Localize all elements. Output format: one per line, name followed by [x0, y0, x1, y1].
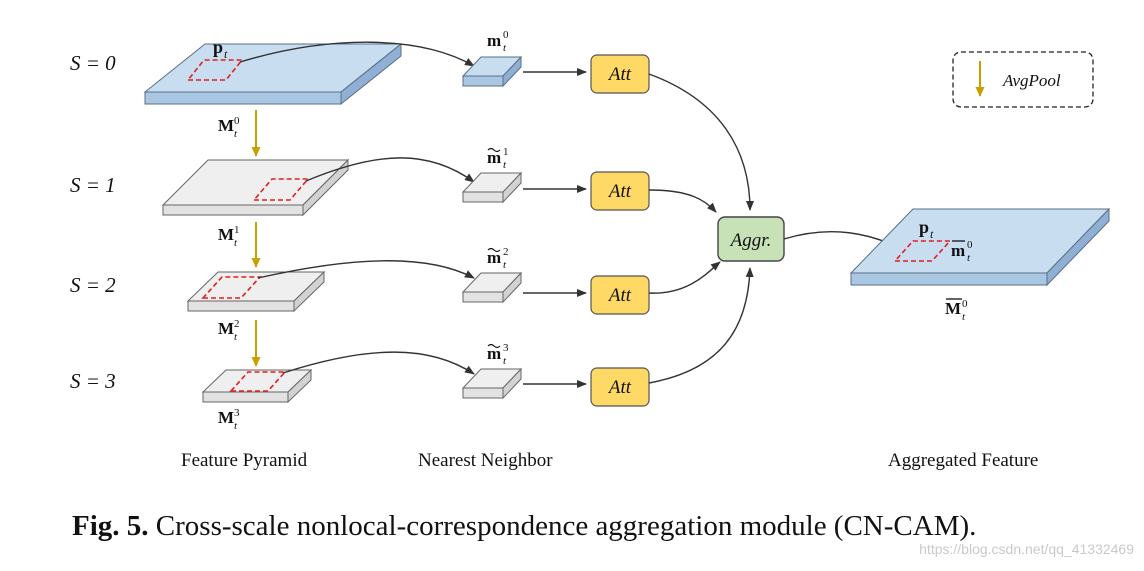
pyramid-label-3: M 3 t — [218, 407, 240, 432]
att-box-1: Att — [590, 171, 650, 211]
caption-text: Cross-scale nonlocal-correspondence aggr… — [155, 510, 977, 542]
svg-text:0: 0 — [962, 298, 968, 310]
feature-map-s1 — [161, 158, 350, 217]
patch-region-s1 — [252, 178, 310, 201]
att-box-3: Att — [590, 367, 650, 407]
neighbor-block-1 — [461, 171, 523, 204]
att-to-aggr-3 — [648, 267, 754, 384]
pyramid-label-0: M 0 t — [218, 115, 240, 140]
svg-text:t: t — [234, 237, 238, 249]
pyramid-label-1: M 1 t — [218, 224, 240, 249]
neighbor-labels: m 0 t m 1 t m 2 t m 3 t — [487, 29, 509, 367]
patch-region-s0 — [186, 59, 244, 81]
att-to-aggr-curves — [648, 73, 754, 384]
svg-text:t: t — [503, 355, 507, 367]
svg-text:t: t — [967, 252, 971, 264]
svg-text:Att: Att — [607, 64, 632, 85]
title-nearest-neighbor: Nearest Neighbor — [418, 450, 553, 471]
title-feature-pyramid: Feature Pyramid — [181, 450, 308, 471]
aggr-box: Aggr. — [717, 216, 785, 262]
curve-s2 — [257, 260, 475, 279]
svg-text:Aggr.: Aggr. — [729, 230, 772, 251]
pyramid-labels: M 0 t M 1 t M 2 t M 3 t — [218, 115, 240, 432]
patch-region-s3 — [229, 371, 287, 392]
feature-map-s3 — [201, 368, 313, 404]
att-box-2: Att — [590, 275, 650, 315]
svg-text:m: m — [951, 241, 965, 260]
svg-text:t: t — [962, 311, 966, 323]
legend-avgpool-label: AvgPool — [1002, 71, 1061, 90]
svg-text:t: t — [234, 331, 238, 343]
svg-text:0: 0 — [967, 239, 973, 251]
svg-text:t: t — [503, 42, 507, 54]
svg-text:m: m — [487, 148, 501, 167]
output-point-label: p t — [919, 217, 934, 241]
neighbor-block-0 — [461, 55, 523, 88]
svg-text:m: m — [487, 344, 501, 363]
pyramid-label-2: M 2 t — [218, 318, 240, 343]
neighbor-label-2: m 2 t — [487, 246, 509, 271]
neighbor-label-3: m 3 t — [487, 342, 509, 367]
scale-labels: S = 0 S = 1 S = 2 S = 3 — [70, 51, 116, 393]
svg-text:t: t — [503, 259, 507, 271]
output-map-label: M 0 t — [945, 298, 968, 323]
svg-text:t: t — [224, 47, 228, 61]
svg-text:1: 1 — [234, 224, 240, 236]
figure-caption: Fig. 5. Cross-scale nonlocal-corresponde… — [72, 510, 976, 543]
aggregated-feature-map — [849, 207, 1111, 287]
svg-text:m: m — [487, 31, 501, 50]
svg-text:0: 0 — [234, 115, 240, 127]
svg-text:1: 1 — [503, 146, 509, 158]
svg-text:M: M — [218, 225, 234, 244]
svg-text:Att: Att — [607, 377, 632, 398]
scale-label-0: S = 0 — [70, 51, 116, 75]
column-titles: Feature Pyramid Nearest Neighbor Aggrega… — [181, 450, 1038, 471]
scale-label-3: S = 3 — [70, 369, 116, 393]
neighbor-label-1: m 1 t — [487, 146, 509, 171]
legend-box: AvgPool — [952, 51, 1094, 108]
neighbor-block-3 — [461, 367, 523, 400]
caption-prefix: Fig. 5. — [72, 510, 149, 542]
svg-text:t: t — [234, 420, 238, 432]
svg-text:m: m — [487, 248, 501, 267]
att-to-aggr-0 — [648, 73, 754, 211]
output-feature-label: m 0 t — [951, 239, 973, 264]
neighbor-label-0: m 0 t — [487, 29, 509, 54]
svg-text:t: t — [930, 227, 934, 241]
svg-text:3: 3 — [234, 407, 240, 419]
svg-text:p: p — [213, 37, 223, 57]
title-aggregated-feature: Aggregated Feature — [888, 450, 1038, 471]
correspondence-curves — [239, 41, 475, 375]
svg-text:2: 2 — [503, 246, 509, 258]
svg-text:0: 0 — [503, 29, 509, 41]
to-att-arrows — [523, 68, 587, 388]
att-to-aggr-1 — [648, 189, 717, 213]
output-patch-region — [893, 240, 952, 262]
feature-map-s0 — [143, 42, 403, 106]
svg-text:t: t — [503, 159, 507, 171]
curve-s0 — [239, 41, 475, 67]
scale-label-1: S = 1 — [70, 173, 116, 197]
svg-text:M: M — [218, 319, 234, 338]
scale-label-2: S = 2 — [70, 273, 116, 297]
curve-s3 — [282, 351, 475, 375]
svg-text:3: 3 — [503, 342, 509, 354]
watermark: https://blog.csdn.net/qq_41332469 — [919, 541, 1134, 557]
neighbor-block-2 — [461, 271, 523, 304]
feature-map-s2 — [186, 270, 326, 313]
svg-text:Att: Att — [607, 181, 632, 202]
svg-text:p: p — [919, 217, 929, 237]
svg-text:M: M — [945, 299, 961, 318]
att-box-0: Att — [590, 54, 650, 94]
curve-s1 — [305, 157, 475, 183]
svg-text:2: 2 — [234, 318, 240, 330]
svg-text:M: M — [218, 116, 234, 135]
att-boxes: Att Att Att Att — [590, 54, 650, 407]
svg-text:t: t — [234, 128, 238, 140]
point-label: p t — [213, 37, 228, 61]
svg-text:Att: Att — [607, 285, 632, 306]
att-to-aggr-2 — [648, 261, 721, 294]
svg-text:M: M — [218, 408, 234, 427]
